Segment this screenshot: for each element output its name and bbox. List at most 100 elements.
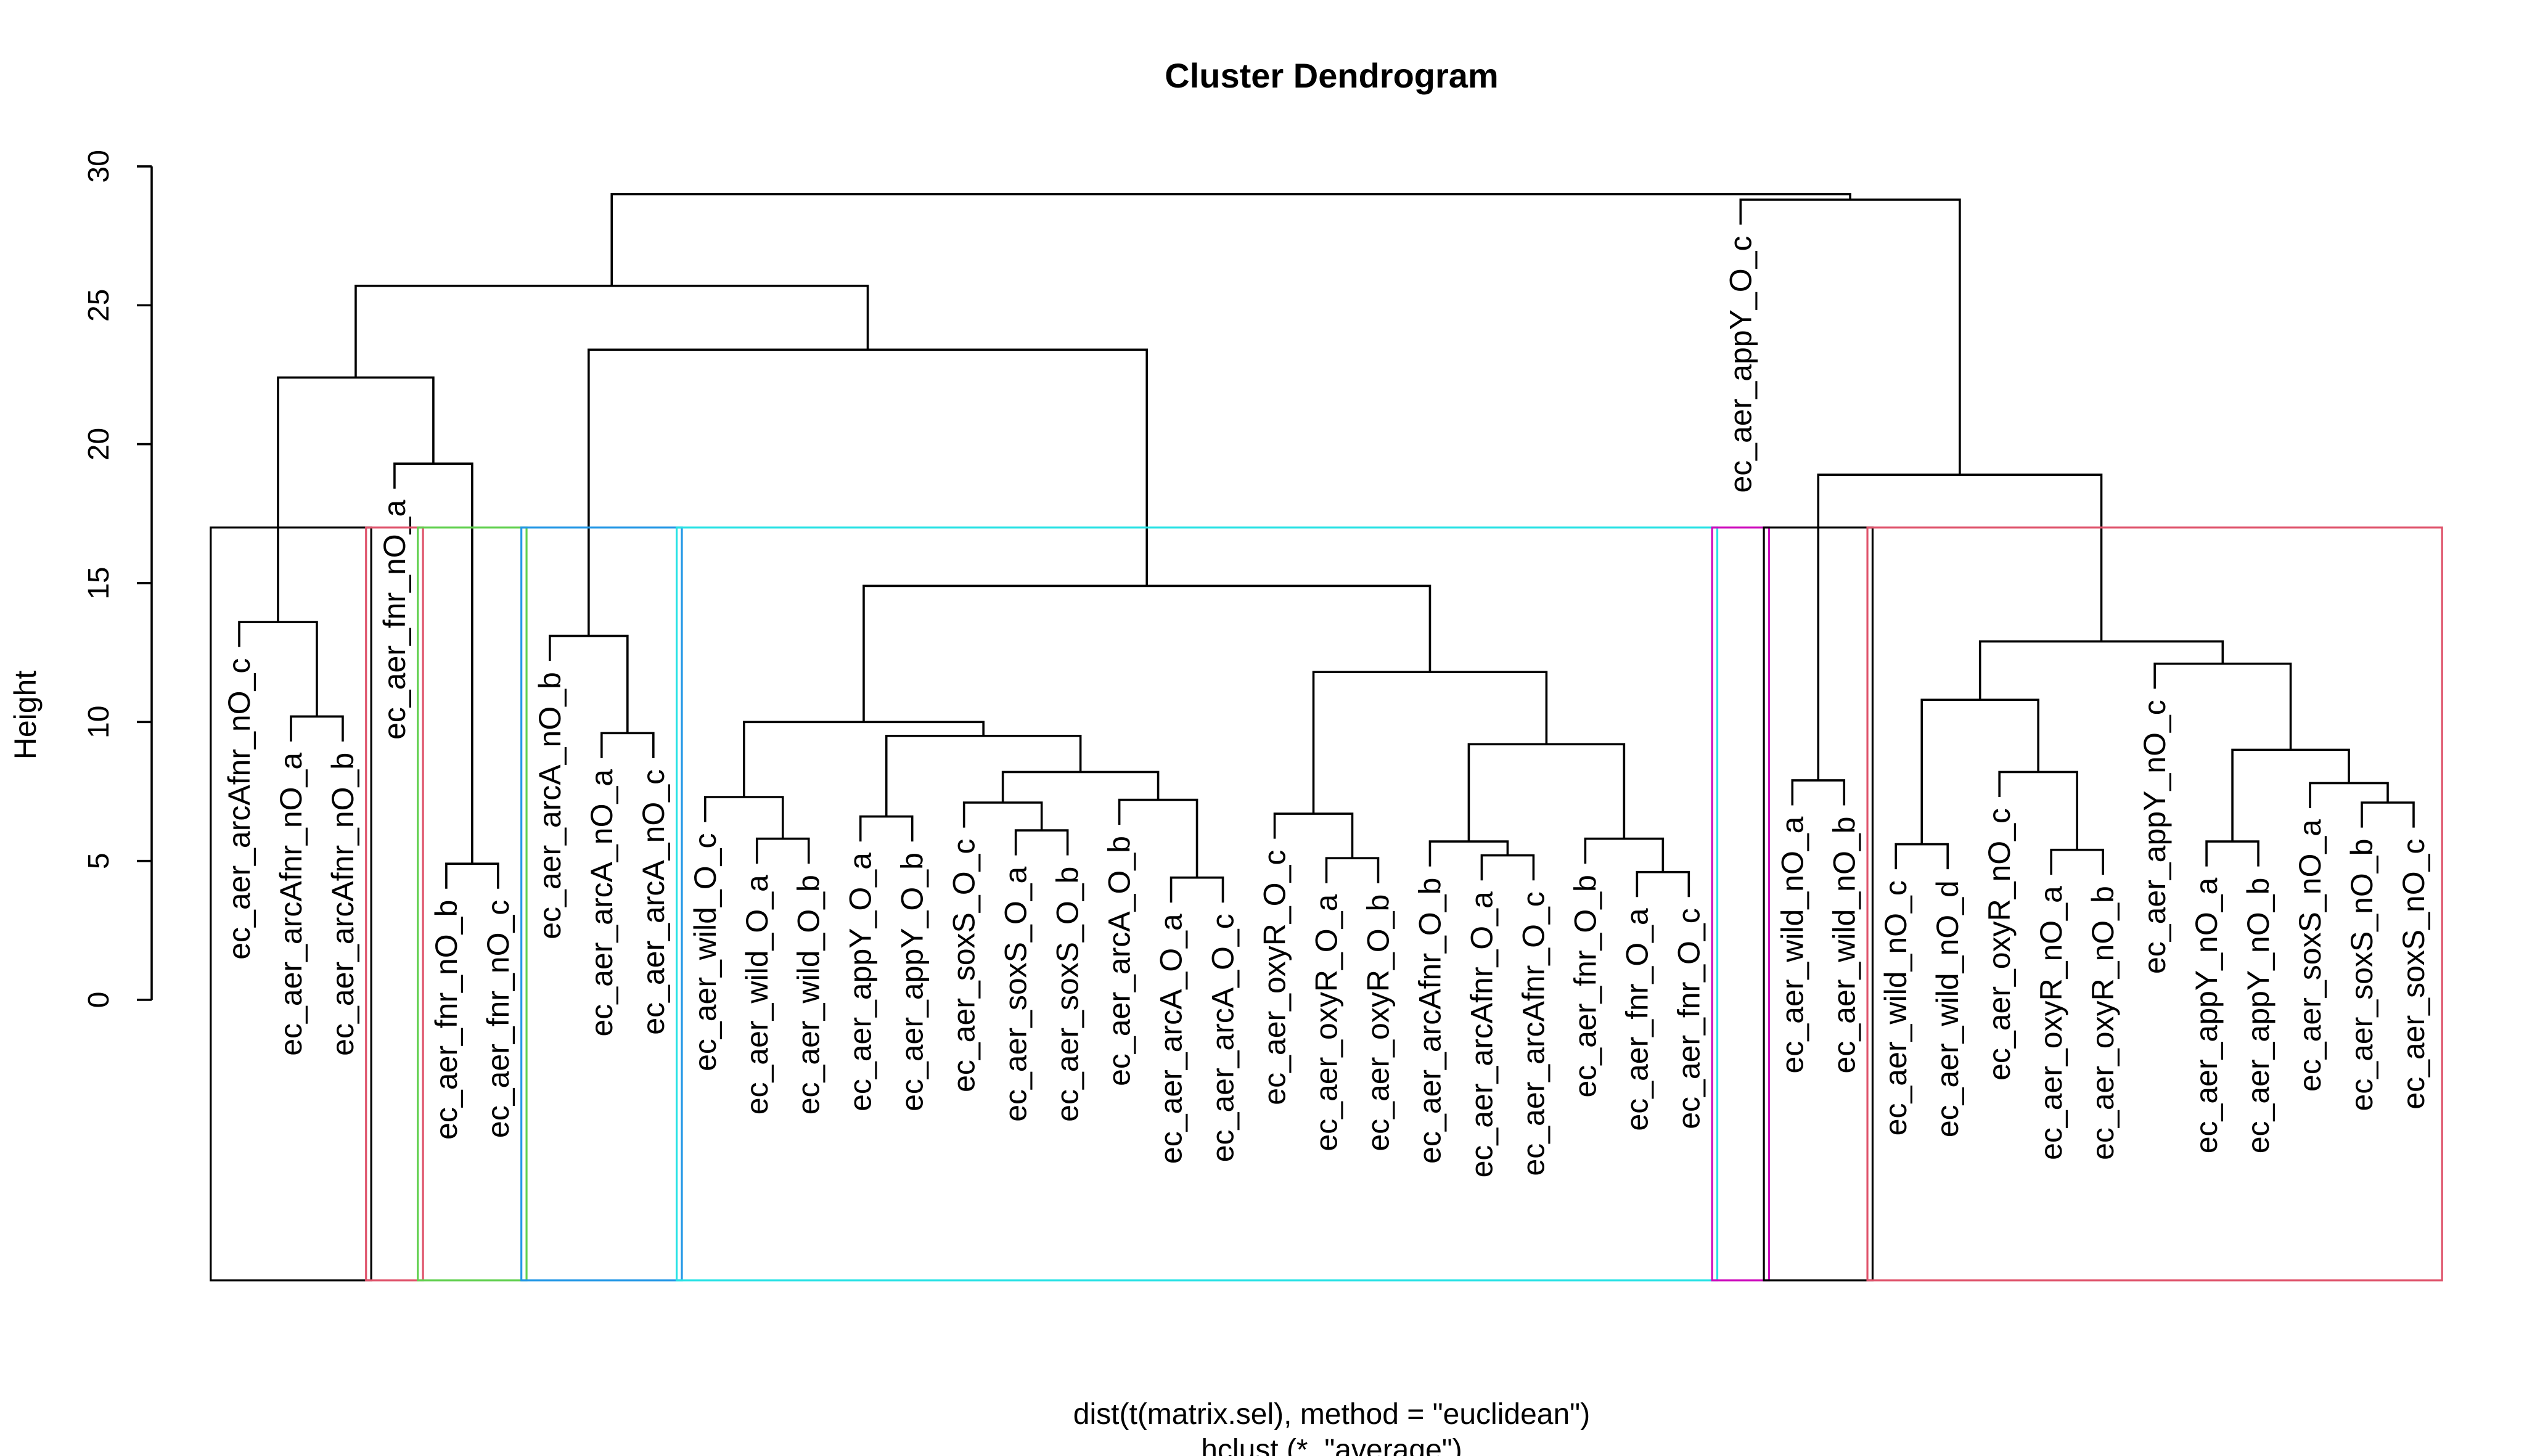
merge-link [2231,748,2350,842]
leaf-label: ec_aer_arcAfnr_nO_b [326,753,360,1056]
leaf-label: ec_aer_oxyR_nO_b [2086,886,2120,1160]
merge-link [2205,840,2259,867]
merge-link [742,721,985,797]
leaf-label: ec_aer_oxyR_O_b [1361,894,1395,1151]
y-tick-label: 30 [83,150,115,182]
leaf-label: ec_aer_appY_nO_c [2137,700,2172,974]
merge-link [2361,801,2415,828]
cluster-rect [417,526,528,1282]
leaf-label: ec_aer_arcA_nO_a [584,769,619,1037]
merge-link [1480,854,1535,881]
leaf-label: ec_aer_fnr_nO_b [429,900,464,1140]
merge-link [1118,798,1198,878]
cluster-rect [1711,526,1771,1282]
leaf-label: ec_aer_fnr_nO_a [377,500,412,740]
x-axis-title: dist(t(matrix.sel), method = "euclidean"… [1073,1398,1590,1431]
leaf-label: ec_aer_appY_O_c [1723,236,1758,493]
leaf-label: ec_aer_wild_nO_d [1930,880,1965,1137]
dendrogram-links [238,193,2415,903]
merge-link [1817,473,2103,780]
merge-link [1325,857,1380,883]
leaf-label: ec_aer_appY_nO_a [2189,877,2224,1153]
cluster-rect [210,526,372,1282]
leaf-label: ec_aer_arcAfnr_O_b [1412,878,1447,1164]
merge-link [1014,829,1069,856]
leaf-label: ec_aer_appY_O_b [895,853,930,1111]
merge-link [1978,640,2224,700]
leaf-label: ec_aer_oxyR_O_c [1258,850,1292,1105]
leaf-label: ec_aer_arcA_O_c [1206,914,1240,1162]
cluster-rectangles [210,526,2443,1282]
y-tick-label: 10 [83,706,115,738]
cluster-rect [520,526,683,1282]
merge-link [238,621,318,717]
leaf-label: ec_aer_arcAfnr_nO_c [222,658,256,960]
y-tick-label: 20 [83,428,115,460]
merge-link [703,796,784,839]
y-tick-label: 25 [83,289,115,322]
chart-title: Cluster Dendrogram [1165,56,1498,95]
merge-link [1428,840,1509,867]
leaf-label: ec_aer_fnr_nO_c [481,900,515,1138]
merge-link [885,735,1082,817]
leaf-label: ec_aer_appY_nO_b [2241,878,2276,1154]
leaf-label: ec_aer_wild_O_c [688,833,723,1071]
leaf-label: ec_aer_wild_nO_b [1827,817,1861,1074]
y-tick-label: 0 [83,992,115,1008]
leaf-label: ec_aer_arcA_nO_b [533,672,567,939]
leaf-label: ec_aer_oxyR_nO_c [1982,808,2017,1081]
leaf-label: ec_aer_arcAfnr_O_a [1464,891,1499,1177]
leaf-label: ec_aer_fnr_O_a [1620,908,1654,1131]
y-axis-title: Height [8,671,43,760]
leaf-label: ec_aer_oxyR_O_a [1309,894,1344,1151]
cluster-rect [675,526,1719,1282]
merge-link [1001,771,1160,803]
merge-link [859,815,914,842]
merge-link [600,732,655,758]
leaf-label: ec_aer_soxS_nO_b [2345,839,2379,1111]
merge-link [1739,198,1961,475]
merge-link [1791,779,1846,806]
merge-link [610,193,1851,286]
y-tick-label: 5 [83,853,115,869]
merge-link [1312,671,1548,814]
merge-link [2050,848,2104,875]
leaf-label: ec_aer_soxS_nO_a [2293,819,2327,1092]
leaf-label: ec_aer_soxS_nO_c [2396,839,2431,1110]
merge-link [2153,662,2292,750]
merge-link [445,862,499,889]
leaf-label: ec_aer_wild_nO_a [1775,816,1809,1073]
merge-link [2309,782,2389,809]
merge-link [755,837,810,864]
y-axis: 0 5 10 15 20 25 30 [83,150,153,1008]
leaf-label: ec_aer_fnr_O_b [1568,875,1602,1097]
merge-link [354,284,869,378]
leaf-label: ec_aer_arcAfnr_O_c [1516,891,1551,1176]
merge-link [290,715,344,742]
merge-link [588,348,1149,636]
leaf-label: ec_aer_arcA_O_b [1102,836,1137,1086]
method-subtitle: hclust (*, "average") [1201,1434,1462,1456]
leaf-label: ec_aer_soxS_O_c [947,839,981,1092]
leaf-label: ec_aer_arcA_O_a [1154,914,1189,1164]
leaf-label: ec_aer_fnr_O_c [1671,908,1706,1129]
merge-link [1467,743,1626,842]
leaf-label: ec_aer_soxS_O_b [1051,867,1085,1122]
merge-link [1636,870,1690,898]
y-tick-label: 15 [83,566,115,599]
leaf-label: ec_aer_arcA_nO_c [636,769,671,1035]
cluster-rect [365,526,424,1282]
merge-link [962,801,1043,831]
leaf-label: ec_aer_soxS_O_a [999,866,1033,1121]
cluster-rect [1763,526,1874,1282]
leaf-label: ec_aer_wild_O_a [740,875,774,1114]
leaf-label: ec_aer_arcAfnr_nO_a [274,753,308,1056]
leaf-label: ec_aer_oxyR_nO_a [2034,886,2068,1160]
merge-link [1998,771,2078,850]
merge-link [862,584,1432,722]
leaf-label: ec_aer_appY_O_a [843,853,878,1111]
leaf-label: ec_aer_wild_O_b [792,875,826,1114]
merge-link [1170,876,1224,903]
